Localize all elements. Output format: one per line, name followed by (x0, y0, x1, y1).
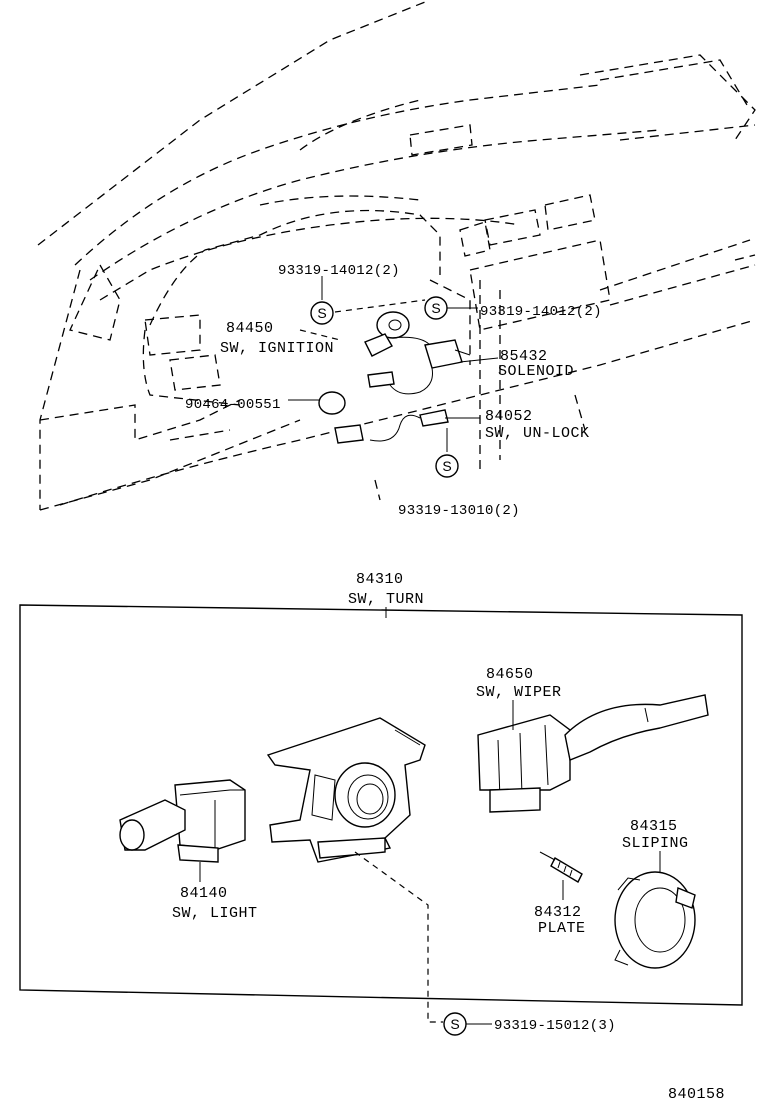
label-ignition-num: 84450 (226, 320, 274, 337)
label-screw-upper-b: 93319-14012(2) (480, 304, 602, 320)
label-solenoid-num: 85432 (500, 348, 548, 365)
dashboard-outline (37, 0, 756, 511)
label-screw-lower: 93319-13010(2) (398, 503, 520, 519)
label-unlock-num: 84052 (485, 408, 533, 425)
svg-text:S: S (450, 1016, 459, 1032)
label-clip-num: 90464-00551 (185, 397, 281, 413)
label-unlock-name: SW, UN-LOCK (485, 425, 590, 442)
label-ignition-name: SW, IGNITION (220, 340, 334, 357)
label-solenoid-name: SOLENOID (498, 363, 574, 380)
svg-text:S: S (442, 458, 451, 474)
turn-switch-leader (354, 851, 443, 1023)
screw-marker-upper-a: S (310, 301, 334, 325)
wiper-switch (477, 694, 709, 813)
label-light-name: SW, LIGHT (172, 905, 258, 922)
plate-part (539, 851, 583, 883)
label-sliping-name: SLIPING (622, 835, 689, 852)
svg-text:S: S (317, 305, 326, 321)
label-plate-name: PLATE (538, 920, 586, 937)
label-screw-upper-a: 93319-14012(2) (278, 263, 400, 279)
clip-part (318, 391, 346, 415)
label-light-num: 84140 (180, 885, 228, 902)
label-turn-num: 84310 (356, 571, 404, 588)
ignition-switch (364, 311, 431, 357)
label-turn-name: SW, TURN (348, 591, 424, 608)
screw-marker-upper-b: S (424, 296, 448, 320)
sliping-part (614, 871, 696, 969)
label-wiper-name: SW, WIPER (476, 684, 562, 701)
svg-text:S: S (431, 300, 440, 316)
turn-switch-body (266, 717, 426, 863)
label-sliping-num: 84315 (630, 818, 678, 835)
light-switch (119, 779, 246, 863)
screw-marker-lower: S (435, 454, 459, 478)
label-plate-num: 84312 (534, 904, 582, 921)
assembly-frame (19, 604, 743, 1006)
figure-number: 840158 (668, 1086, 725, 1103)
upper-leader-lines (288, 276, 499, 452)
label-screw-bottom: 93319-15012(3) (494, 1018, 616, 1034)
unlock-switch (334, 409, 449, 444)
screw-marker-bottom: S (443, 1012, 467, 1036)
label-wiper-num: 84650 (486, 666, 534, 683)
